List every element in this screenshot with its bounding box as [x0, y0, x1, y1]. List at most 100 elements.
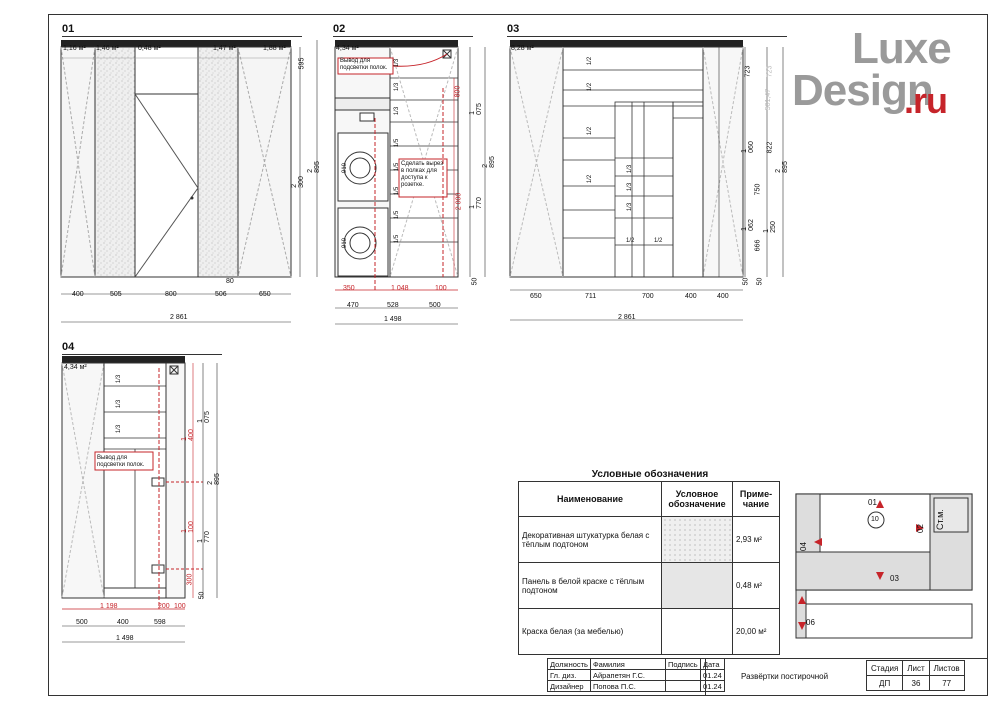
- dim-label: 723: [744, 65, 752, 78]
- elevation-01-drawing: [60, 40, 318, 323]
- dim-label: 711: [585, 293, 597, 300]
- fraction-label: 1/2: [626, 238, 635, 244]
- fraction-label: 1/5: [394, 162, 401, 172]
- area-label: 1,16 м²: [63, 45, 86, 52]
- view-02-area: 4,34 м²: [336, 45, 359, 52]
- sheets-value: 77: [928, 675, 965, 691]
- dim-label: 595: [298, 57, 306, 70]
- fraction-label: 1/3: [627, 182, 634, 192]
- fraction-label: 1/3: [116, 399, 123, 409]
- title-block-signatures: Должность Фамилия Подпись Дата Гл. диз. …: [547, 658, 725, 692]
- view-03-underline: [507, 36, 787, 37]
- dim-label: 1 062: [740, 219, 755, 231]
- dim-label: 2 895: [306, 161, 321, 173]
- legend-row: Декоративная штукатурка белая с тёплым п…: [518, 516, 780, 563]
- elevation-04-drawing: [61, 356, 218, 643]
- view-01-underline: [62, 36, 302, 37]
- dim-label: 598: [154, 619, 166, 626]
- view-02-label: 02: [333, 23, 346, 35]
- view-01-total: 2 861: [170, 314, 188, 321]
- plan-mark-06: 06: [806, 618, 815, 627]
- sheet-frame: [48, 14, 988, 696]
- fraction-label: 1/2: [587, 56, 594, 66]
- fraction-label: 1/3: [394, 58, 401, 68]
- view-03-area: 8,28 м²: [511, 45, 534, 52]
- dim-label: 50: [198, 591, 206, 600]
- plan-mark-03: 03: [890, 574, 899, 583]
- dim-label: 800: [454, 85, 462, 98]
- dim-label: 501,47: [765, 88, 773, 111]
- dim-label: 528: [387, 302, 399, 309]
- fraction-label: 1/3: [394, 106, 401, 116]
- washer-label-bottom: 910: [342, 237, 349, 249]
- area-label: 1,46 м²: [96, 45, 119, 52]
- dim-label: 666: [754, 239, 762, 252]
- dim-label: 1 048: [391, 285, 409, 292]
- area-label: 1,47 м²: [213, 45, 236, 52]
- dim-label: 400: [117, 619, 129, 626]
- legend-table: Наименование Условное обозначение Приме-…: [518, 481, 780, 655]
- dim-label: 1 400: [180, 429, 195, 441]
- dim-label: 500: [76, 619, 88, 626]
- view-02-note-lighting: Вывод для подсветки полок.: [340, 58, 388, 71]
- fraction-label: 1/2: [587, 126, 594, 136]
- plan-mark-04: 04: [798, 542, 808, 551]
- view-04-underline: [62, 354, 222, 355]
- dim-label: 50: [756, 277, 764, 286]
- dim-label: 800: [165, 291, 177, 298]
- legend-name: Декоративная штукатурка белая с тёплым п…: [518, 516, 662, 563]
- legend-note: 0,48 м²: [732, 562, 780, 609]
- watermark-logo: Luxe Design .ru: [792, 24, 952, 121]
- sheet-value: 36: [902, 675, 930, 691]
- stamp-cell: Айрапетян Г.С.: [589, 669, 666, 681]
- dim-label: 1 770: [468, 197, 483, 209]
- area-label: 0,48 м²: [138, 45, 161, 52]
- legend-note: 20,00 м²: [732, 608, 780, 655]
- dim-label: 506: [215, 291, 227, 298]
- dim-label: 1 770: [196, 531, 211, 543]
- dim-label: 2 000: [455, 192, 463, 211]
- fraction-label: 1/5: [394, 138, 401, 148]
- stamp-cell: [664, 669, 701, 681]
- view-04-label: 04: [62, 341, 75, 353]
- area-label: 1,88 м²: [263, 45, 286, 52]
- view-04-note-lighting: Вывод для подсветки полок.: [97, 455, 145, 468]
- dim-label: 1 198: [100, 603, 118, 610]
- dim-label: 1 075: [196, 411, 211, 423]
- stamp-cell: Гл. диз.: [547, 669, 591, 681]
- fraction-label: 1/3: [627, 164, 634, 174]
- view-02-note-cutout: Сделать вырез в полках для доступа к роз…: [401, 161, 444, 188]
- legend-name: Панель в белой краске с тёплым подтоном: [518, 562, 662, 609]
- dim-label: 1 075: [468, 103, 483, 115]
- stamp-cell: [664, 680, 701, 692]
- dim-label: 2 895: [481, 156, 496, 168]
- legend-title: Условные обозначения: [591, 469, 709, 480]
- room-number: 10: [871, 516, 879, 523]
- dim-label: 100: [435, 285, 447, 292]
- stamp-header: Должность: [547, 658, 591, 670]
- dim-label: 1 060: [740, 141, 755, 153]
- view-03-label: 03: [507, 23, 520, 35]
- key-plan: [795, 493, 973, 639]
- dim-label: 500: [429, 302, 441, 309]
- fraction-label: 1/2: [587, 174, 594, 184]
- washer-label-top: 910: [342, 162, 349, 174]
- dim-label: 400: [717, 293, 729, 300]
- title-block-sheet-info: Стадия Лист Листов ДП 36 77: [865, 660, 965, 691]
- title-block-border: [547, 658, 988, 697]
- dim-label: 822: [766, 141, 774, 154]
- plan-mark-01: 01: [868, 498, 877, 507]
- stamp-cell: 01.24: [699, 680, 725, 692]
- view-03-total: 2 861: [618, 314, 636, 321]
- dim-label: 2 895: [774, 161, 789, 173]
- stamp-header: Подпись: [664, 658, 701, 670]
- stage-value: ДП: [865, 675, 904, 691]
- legend-header-note: Приме-чание: [732, 481, 780, 517]
- legend-note: 2,93 м²: [732, 516, 780, 563]
- fraction-label: 1/5: [394, 210, 401, 220]
- legend-header-symbol: Условное обозначение: [661, 481, 733, 517]
- view-02-underline: [333, 36, 473, 37]
- dim-label: 2 300: [290, 176, 305, 188]
- title-divider: [705, 658, 706, 696]
- fraction-label: 1/3: [394, 82, 401, 92]
